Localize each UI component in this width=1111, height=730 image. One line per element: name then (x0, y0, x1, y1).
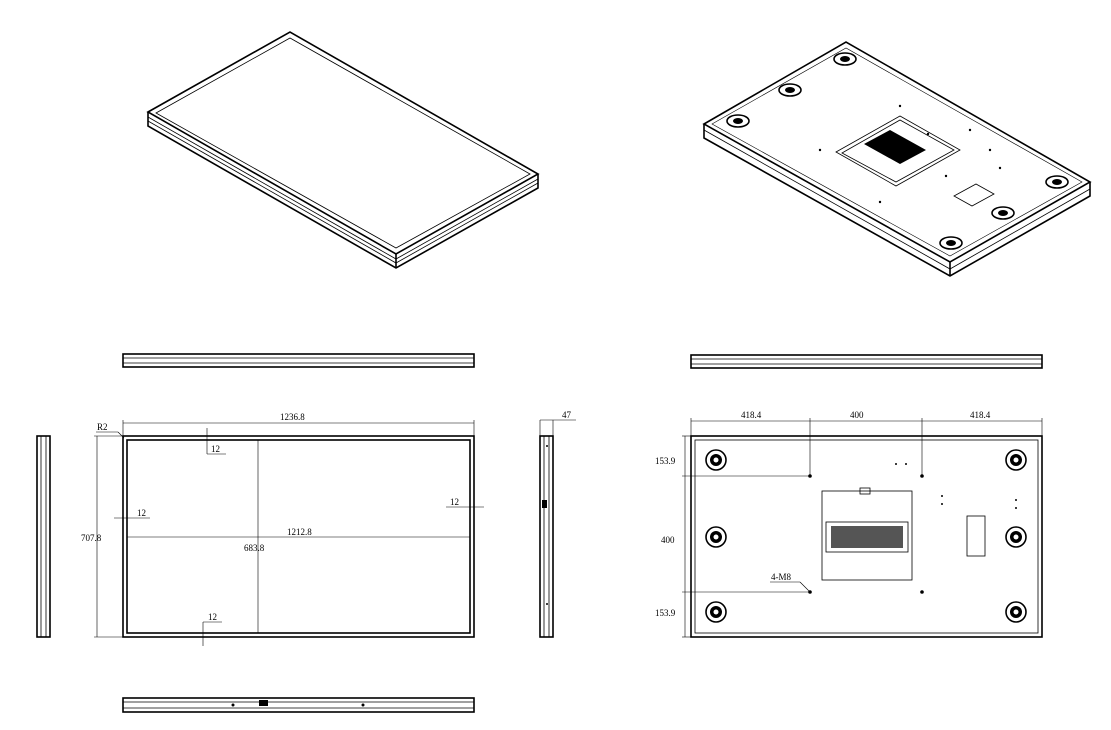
overall-height-label: 707.8 (81, 533, 102, 543)
rear-control-box (835, 115, 995, 207)
bezel-right-label: 12 (450, 497, 459, 507)
rear-view (682, 418, 1043, 638)
rear-control-box (821, 490, 913, 581)
rear-foot-icon (1045, 175, 1069, 189)
depth-label: 47 (562, 410, 572, 420)
bezel-top-label: 12 (211, 444, 220, 454)
rear-foot-icon (1005, 449, 1027, 471)
rear-foot-icon (991, 206, 1015, 220)
rear-foot-icon (705, 601, 727, 623)
rear-foot-icon (1005, 601, 1027, 623)
rear-foot-icon (726, 114, 750, 128)
rear-top-offset-label: 153.9 (655, 456, 676, 466)
rear-right-offset-label: 418.4 (970, 410, 991, 420)
left-side-view (36, 435, 51, 638)
bezel-bottom-label: 12 (208, 612, 217, 622)
top-edge-view-left (122, 353, 475, 368)
rear-left-offset-label: 418.4 (741, 410, 762, 420)
rear-bottom-offset-label: 153.9 (655, 608, 676, 618)
active-width-label: 1212.8 (287, 527, 312, 537)
bottom-edge-view (122, 697, 475, 713)
isometric-rear-view (702, 41, 1092, 277)
rear-foot-icon (1005, 526, 1027, 548)
overall-width-label: 1236.8 (280, 412, 305, 422)
rear-foot-icon (705, 526, 727, 548)
vesa-horizontal-label: 400 (850, 410, 864, 420)
right-side-view (539, 419, 576, 638)
corner-radius-label: R2 (97, 422, 108, 432)
active-height-label: 683.8 (244, 543, 265, 553)
vesa-vertical-label: 400 (661, 535, 675, 545)
rear-foot-icon (778, 83, 802, 97)
isometric-front-view (146, 31, 540, 269)
bezel-left-label: 12 (137, 508, 146, 518)
rear-foot-icon (705, 449, 727, 471)
rear-foot-icon (833, 52, 857, 66)
mount-holes-label: 4-M8 (771, 572, 791, 582)
front-view (94, 420, 484, 646)
rear-foot-icon (939, 236, 963, 250)
top-edge-view-right (690, 354, 1043, 369)
